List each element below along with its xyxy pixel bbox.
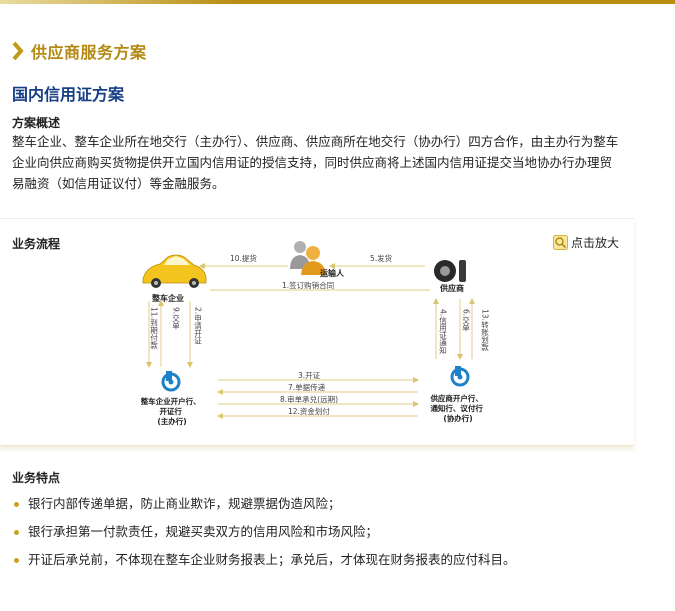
step-11: 11.到期付款 <box>149 307 158 350</box>
top-accent-bar <box>0 0 675 4</box>
step-7: 7.单据传递 <box>288 382 326 392</box>
step-9: 9.交单 <box>171 307 180 330</box>
feature-text: 银行承担第一付款责任，规避买卖双方的信用风险和市场风险； <box>28 524 379 539</box>
bullet-icon <box>14 558 19 563</box>
node-assist-bank-line1: 供应商开户行、 <box>429 393 483 403</box>
flow-arrows <box>146 263 475 419</box>
step-6: 6.交单 <box>461 309 470 332</box>
features-title: 业务特点 <box>12 471 61 485</box>
bullet-icon <box>14 502 19 507</box>
zoom-label: 点击放大 <box>571 236 620 250</box>
bank-logo-icon <box>161 371 181 392</box>
page-title: 国内信用证方案 <box>12 85 125 104</box>
magnifier-icon <box>553 235 568 250</box>
people-icon <box>290 241 326 275</box>
node-assist-bank-line3: (协办行) <box>443 413 472 423</box>
list-item: 开证后承兑前，不体现在整车企业财务报表上；承兑后，才体现在财务报表的应付科目。 <box>12 551 516 579</box>
step-1: 1.签订购销合同 <box>282 280 334 290</box>
bullet-icon <box>14 530 19 535</box>
car-icon <box>142 254 207 288</box>
step-4: 4.信用证通知 <box>438 309 447 355</box>
node-supplier-label: 供应商 <box>439 283 464 293</box>
list-item: 银行内部传递单据，防止商业欺诈，规避票据伪造风险； <box>12 495 516 523</box>
overview-text: 整车企业、整车企业所在地交行（主办行）、供应商、供应商所在地交行（协办行）四方合… <box>12 134 619 191</box>
list-item: 银行承担第一付款责任，规避买卖双方的信用风险和市场风险； <box>12 523 516 551</box>
node-main-bank-line1: 整车企业开户行、 <box>141 396 201 406</box>
flow-title: 业务流程 <box>12 237 61 251</box>
step-12: 12.资金划付 <box>288 406 330 416</box>
node-carrier-label: 运输人 <box>320 268 345 278</box>
chevron-right-icon <box>12 41 24 61</box>
flow-diagram-panel: 整车企业 运输人 供应商 整车企业开户行、 开证行 <box>0 218 634 446</box>
tire-icon <box>434 260 466 282</box>
step-13: 13.转账划款 <box>480 309 489 352</box>
overview-title: 方案概述 <box>12 116 61 130</box>
zoom-link[interactable]: 点击放大 <box>553 234 619 251</box>
node-car-label: 整车企业 <box>151 293 184 303</box>
node-assist-bank-line2: 通知行、议付行 <box>430 403 483 413</box>
step-5: 5.发货 <box>370 253 393 263</box>
feature-text: 银行内部传递单据，防止商业欺诈，规避票据伪造风险； <box>28 496 341 511</box>
step-8: 8.审单承兑(远期) <box>280 394 338 404</box>
node-main-bank-line2: 开证行 <box>159 406 182 416</box>
node-main-bank-line3: (主办行) <box>157 416 186 426</box>
section-title-text: 供应商服务方案 <box>31 43 147 62</box>
feature-list: 银行内部传递单据，防止商业欺诈，规避票据伪造风险； 银行承担第一付款责任，规避买… <box>12 495 516 579</box>
flow-diagram: 整车企业 运输人 供应商 整车企业开户行、 开证行 <box>141 241 490 426</box>
svg-text:整车企业开户行、 开证行 (主办行): 整车企业开户行、 开证行 (主办行) <box>141 396 204 426</box>
step-3: 3.开证 <box>298 371 321 380</box>
step-2: 2.申请开证 <box>193 307 202 344</box>
svg-text:供应商开户行、 通知行、议付行 (协: 供应商开户行、 通知行、议付行 (协办行) <box>429 393 485 423</box>
section-title: 供应商服务方案 <box>12 40 147 62</box>
feature-text: 开证后承兑前，不体现在整车企业财务报表上；承兑后，才体现在财务报表的应付科目。 <box>28 552 516 567</box>
bank-logo-icon <box>450 366 470 387</box>
step-10: 10.提货 <box>230 253 257 263</box>
